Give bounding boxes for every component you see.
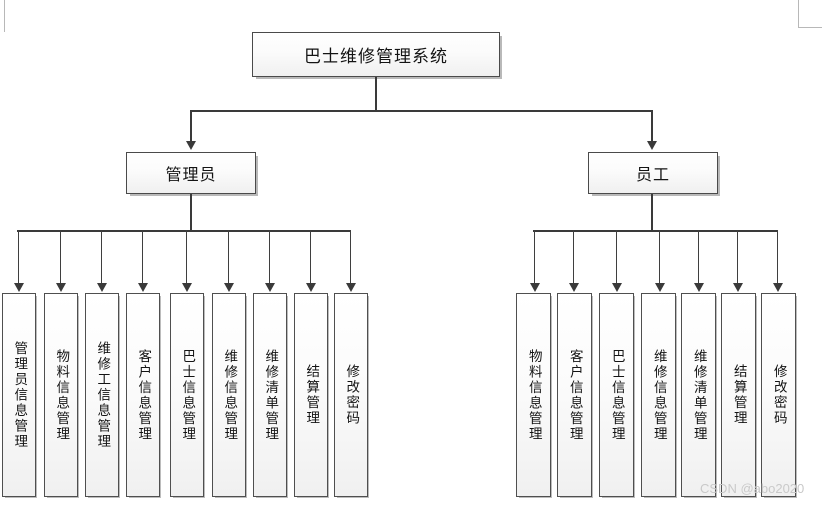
node-leaf-admin-4-label: 客户信息管理	[136, 348, 152, 442]
node-leaf-admin-1-label: 管理员信息管理	[12, 340, 28, 450]
node-leaf-employee-5[interactable]: 维修清单管理	[681, 293, 716, 497]
node-leaf-admin-2-label: 物料信息管理	[54, 348, 70, 442]
node-leaf-admin-5[interactable]: 巴士信息管理	[170, 293, 204, 497]
connector-employee-leaf-2	[573, 230, 574, 285]
connector-employee-leaf-1	[534, 230, 535, 285]
node-leaf-employee-6[interactable]: 结算管理	[721, 293, 756, 497]
node-leaf-admin-7-label: 维修清单管理	[263, 348, 279, 442]
arrow-admin-leaf-3	[97, 283, 107, 292]
node-leaf-employee-2[interactable]: 客户信息管理	[557, 293, 592, 497]
connector-admin-bus	[17, 230, 351, 232]
node-leaf-admin-7[interactable]: 维修清单管理	[253, 293, 287, 497]
node-leaf-admin-9[interactable]: 修改密码	[334, 293, 368, 497]
arrow-employee-leaf-5	[694, 283, 704, 292]
node-leaf-admin-3[interactable]: 维修工信息管理	[85, 293, 119, 497]
node-branch-employee[interactable]: 员工	[588, 152, 718, 194]
node-leaf-admin-9-label: 修改密码	[344, 364, 360, 426]
connector-root-stem	[375, 77, 377, 110]
arrow-admin-leaf-5	[182, 283, 192, 292]
connector-admin-leaf-5	[186, 230, 187, 285]
node-leaf-employee-3-label: 巴士信息管理	[609, 348, 625, 442]
connector-admin-stem	[190, 194, 192, 231]
connector-employee-stem	[651, 194, 653, 231]
arrow-admin-leaf-2	[56, 283, 66, 292]
node-leaf-admin-3-label: 维修工信息管理	[95, 340, 111, 450]
arrow-employee-leaf-3	[612, 283, 622, 292]
connector-admin-leaf-3	[101, 230, 102, 285]
connector-employee-bus	[533, 230, 778, 232]
connector-root-to-employee	[651, 110, 653, 142]
connector-root-to-admin	[190, 110, 192, 142]
node-leaf-employee-1[interactable]: 物料信息管理	[516, 293, 551, 497]
node-branch-employee-label: 员工	[635, 167, 670, 184]
node-root-label: 巴士维修管理系统	[304, 47, 448, 66]
node-root-system[interactable]: 巴士维修管理系统	[252, 32, 500, 77]
arrow-employee-leaf-4	[655, 283, 665, 292]
node-leaf-employee-5-label: 维修清单管理	[691, 348, 707, 442]
arrow-admin-leaf-4	[138, 283, 148, 292]
node-leaf-employee-7[interactable]: 修改密码	[761, 293, 796, 497]
arrow-employee-leaf-7	[773, 283, 783, 292]
arrow-root-to-admin	[186, 141, 196, 150]
connector-admin-leaf-4	[142, 230, 143, 285]
page-corner-mark-top-right	[786, 0, 822, 36]
node-leaf-employee-6-label: 结算管理	[731, 364, 747, 426]
connector-admin-leaf-1	[18, 230, 19, 285]
node-leaf-admin-6[interactable]: 维修信息管理	[212, 293, 246, 497]
node-branch-admin-label: 管理员	[165, 167, 217, 184]
node-leaf-admin-2[interactable]: 物料信息管理	[44, 293, 78, 497]
connector-admin-leaf-7	[269, 230, 270, 285]
node-leaf-employee-2-label: 客户信息管理	[567, 348, 583, 442]
connector-employee-leaf-7	[777, 230, 778, 285]
node-leaf-employee-4[interactable]: 维修信息管理	[641, 293, 676, 497]
node-leaf-employee-1-label: 物料信息管理	[526, 348, 542, 442]
connector-admin-leaf-6	[228, 230, 229, 285]
arrow-admin-leaf-9	[346, 283, 356, 292]
connector-admin-leaf-2	[60, 230, 61, 285]
node-leaf-admin-8-label: 结算管理	[304, 364, 320, 426]
node-leaf-admin-6-label: 维修信息管理	[222, 348, 238, 442]
connector-employee-leaf-5	[698, 230, 699, 285]
node-leaf-admin-5-label: 巴士信息管理	[180, 348, 196, 442]
node-leaf-employee-3[interactable]: 巴士信息管理	[599, 293, 634, 497]
connector-employee-leaf-6	[737, 230, 738, 285]
page-corner-mark-top-left	[0, 0, 26, 34]
node-leaf-admin-4[interactable]: 客户信息管理	[126, 293, 160, 497]
arrow-admin-leaf-6	[224, 283, 234, 292]
node-leaf-employee-4-label: 维修信息管理	[651, 348, 667, 442]
node-branch-admin[interactable]: 管理员	[126, 152, 256, 194]
node-leaf-employee-7-label: 修改密码	[771, 364, 787, 426]
arrow-employee-leaf-2	[569, 283, 579, 292]
node-leaf-admin-8[interactable]: 结算管理	[294, 293, 328, 497]
arrow-employee-leaf-1	[530, 283, 540, 292]
arrow-root-to-employee	[647, 141, 657, 150]
arrow-employee-leaf-6	[733, 283, 743, 292]
connector-admin-leaf-9	[350, 230, 351, 285]
connector-employee-leaf-3	[616, 230, 617, 285]
arrow-admin-leaf-1	[14, 283, 24, 292]
node-leaf-admin-1[interactable]: 管理员信息管理	[2, 293, 36, 497]
arrow-admin-leaf-7	[265, 283, 275, 292]
connector-employee-leaf-4	[659, 230, 660, 285]
arrow-admin-leaf-8	[306, 283, 316, 292]
connector-root-bus	[190, 110, 652, 112]
connector-admin-leaf-8	[310, 230, 311, 285]
